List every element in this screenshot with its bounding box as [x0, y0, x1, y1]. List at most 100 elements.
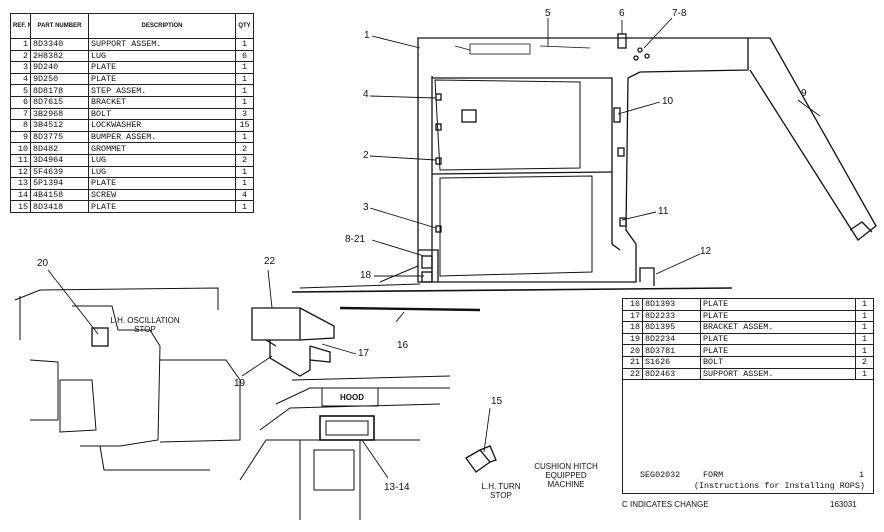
part-number-cell-text: 9D250 — [33, 74, 59, 85]
description-cell-text: BUMPER ASSEM. — [91, 132, 157, 143]
part-number-cell-text: 8D3775 — [33, 132, 64, 143]
qty-cell-text: 1 — [241, 74, 248, 85]
part-number-cell-text: 8D1395 — [645, 322, 676, 333]
description-cell-text: SCREW — [91, 190, 117, 201]
qty-cell-text: 1 — [241, 62, 248, 73]
part-number-cell: 8D1395 — [642, 321, 701, 334]
qty-cell: 1 — [855, 309, 874, 323]
part-number-cell: 4B4158 — [30, 188, 89, 202]
qty-cell-text: 2 — [861, 357, 868, 368]
qty-cell-text: 1 — [861, 334, 868, 345]
form-part: SEG02032 — [640, 470, 681, 480]
qty-cell-text: 1 — [241, 39, 248, 50]
qty-cell: 1 — [235, 72, 254, 86]
qty-cell-text: 2 — [241, 143, 248, 154]
part-number-cell: S1626 — [642, 355, 701, 369]
callout-15: 15 — [491, 396, 503, 407]
part-number-cell: 8D2233 — [642, 309, 701, 323]
part-number-cell-text: 3B4512 — [33, 120, 64, 131]
ref-cell-text: 14 — [17, 190, 28, 201]
ref-cell: 21 — [622, 355, 643, 369]
part-number-cell: 8D3340 — [30, 38, 89, 51]
description-cell: BRACKET — [88, 95, 236, 109]
qty-cell: 15 — [235, 119, 254, 132]
part-number-cell: 8D8178 — [30, 84, 89, 97]
part-number-cell-text: 8D3340 — [33, 39, 64, 50]
qty-cell-text: 1 — [241, 178, 248, 189]
callout-13-14: 13-14 — [384, 482, 410, 493]
part-number-cell: 8D3418 — [30, 200, 89, 213]
qty-cell-text: 1 — [241, 201, 248, 212]
description-cell-text: LUG — [91, 166, 107, 177]
description-cell-text: BRACKET ASSEM. — [703, 322, 774, 333]
part-number-cell-text: S1626 — [645, 357, 671, 368]
description-cell: LOCKWASHER — [88, 119, 236, 132]
description-cell: LUG — [88, 153, 236, 167]
form-qty: 1 — [858, 470, 864, 480]
ref-cell-text: 11 — [17, 155, 28, 166]
description-cell: PLATE — [700, 309, 856, 323]
plate-16-drawing — [339, 306, 481, 312]
ref-cell: C15 — [10, 200, 31, 213]
table-row: 18 8D1395 BRACKET ASSEM. 1 — [622, 321, 874, 334]
qty-cell: 1 — [855, 298, 874, 311]
part-number-cell-text: 2H8382 — [33, 50, 64, 61]
ref-cell: 3 — [10, 61, 31, 74]
table-header-row: REF. NO. PART NUMBER DESCRIPTION QTY — [10, 13, 254, 39]
ref-cell-text: 3 — [22, 62, 28, 73]
description-cell: PLATE — [700, 298, 856, 311]
description-cell: BRACKET ASSEM. — [700, 321, 856, 334]
ref-cell-text: 4 — [22, 74, 28, 85]
ref-cell: 19 — [622, 332, 643, 346]
qty-cell-text: 15 — [239, 120, 250, 131]
support-22-drawing — [251, 307, 335, 377]
qty-cell-text: 4 — [241, 190, 248, 201]
ref-cell-text: 18 — [629, 322, 640, 333]
ref-cell: 13 — [10, 177, 31, 190]
description-cell: SUPPORT ASSEM. — [700, 367, 856, 381]
description-cell: LUG — [88, 49, 236, 63]
qty-cell: 1 — [855, 332, 874, 346]
part-number-cell: 8D2234 — [642, 332, 701, 346]
description-cell-text: PLATE — [703, 299, 729, 310]
callout-18: 18 — [360, 270, 372, 281]
qty-cell: 1 — [855, 321, 874, 334]
callout-9: 9 — [801, 88, 807, 99]
description-cell-text: PLATE — [703, 345, 729, 356]
part-number-cell: 2H8382 — [30, 49, 89, 63]
ref-cell-text: 7 — [22, 108, 28, 119]
callout-5: 5 — [545, 8, 551, 19]
description-cell: PLATE — [88, 177, 236, 190]
part-number-cell-text: 8D2233 — [645, 310, 676, 321]
callout-3: 3 — [363, 202, 369, 213]
leader-lines — [47, 17, 821, 479]
qty-cell: 1 — [235, 165, 254, 179]
description-cell-text: PLATE — [703, 310, 729, 321]
qty-cell: 2 — [235, 153, 254, 167]
table-row: C158D3418PLATE1 — [10, 200, 254, 213]
description-cell: GROMMET — [88, 142, 236, 155]
ref-cell-text: 16 — [629, 299, 640, 310]
callout-10: 10 — [662, 96, 674, 107]
description-cell-text: GROMMET — [91, 143, 127, 154]
qty-cell: 2 — [235, 142, 254, 155]
ref-cell-text: 9 — [22, 132, 28, 143]
ref-cell: 11 — [10, 153, 31, 167]
qty-cell: 1 — [855, 367, 874, 381]
form-entry: SEG02032 FORM 1 (Instructions for Instal… — [640, 470, 874, 492]
ref-cell: 4 — [10, 72, 31, 86]
base-plate — [291, 287, 733, 293]
part-number-cell-text: 5P1394 — [33, 178, 64, 189]
qty-cell: 3 — [235, 107, 254, 121]
part-number-cell: 8D482 — [30, 142, 89, 155]
qty-cell: 1 — [235, 84, 254, 97]
change-note: C INDICATES CHANGE — [622, 500, 709, 509]
